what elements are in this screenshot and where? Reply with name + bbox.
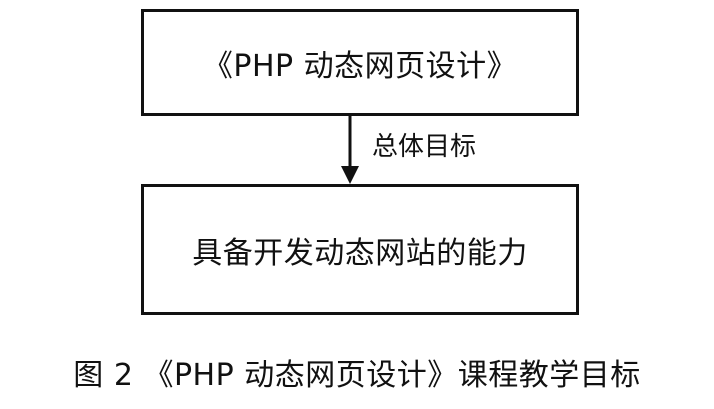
edge-label: 总体目标 bbox=[372, 132, 477, 162]
goal-text: 具备开发动态网站的能力 bbox=[192, 235, 528, 271]
arrow-head bbox=[341, 166, 359, 184]
figure-caption: 图 2 《PHP 动态网页设计》课程教学目标 bbox=[73, 358, 641, 393]
goal-box: 具备开发动态网站的能力 bbox=[141, 184, 579, 315]
course-box: 《PHP 动态网页设计》 bbox=[141, 9, 579, 116]
down-arrow bbox=[341, 114, 359, 184]
course-title: 《PHP 动态网页设计》 bbox=[202, 48, 518, 84]
